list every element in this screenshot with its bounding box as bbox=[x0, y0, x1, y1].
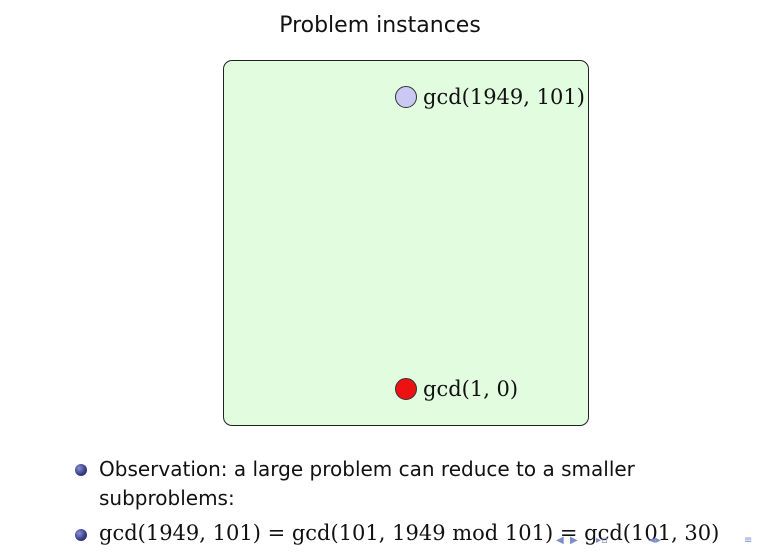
bullet-item-observation: Observation: a large problem can reduce … bbox=[73, 455, 713, 513]
bullet-text-gcd-step: gcd(1949, 101) = gcd(101, 1949 mod 101) … bbox=[99, 521, 720, 545]
nav-frame-right-icon[interactable]: ▶ bbox=[570, 535, 578, 546]
start-node-marker bbox=[395, 86, 417, 108]
end-node-marker bbox=[395, 378, 417, 400]
bullet-item-gcd-step: gcd(1949, 101) = gcd(101, 1949 mod 101) … bbox=[73, 519, 719, 548]
nav-menu-icon[interactable]: ≡ bbox=[744, 535, 753, 546]
problem-instances-box: gcd(1949, 101) gcd(1, 0) bbox=[223, 60, 589, 426]
nav-subsection-icon[interactable]: ▸▫ bbox=[596, 535, 608, 546]
beamer-navigation-bar: ◀ ▶ ▸▫ ◄▸ ≡ bbox=[556, 535, 756, 551]
end-node-label: gcd(1, 0) bbox=[423, 377, 519, 401]
slide-title: Problem instances bbox=[279, 13, 481, 38]
bullet-icon bbox=[75, 529, 87, 541]
start-node-label: gcd(1949, 101) bbox=[423, 85, 585, 109]
bullet-text-observation: Observation: a large problem can reduce … bbox=[99, 457, 635, 510]
bullet-list: Observation: a large problem can reduce … bbox=[73, 455, 719, 548]
bullet-icon bbox=[75, 464, 87, 476]
nav-frame-left-icon[interactable]: ◀ bbox=[556, 535, 564, 546]
nav-section-icon[interactable]: ◄▸ bbox=[648, 535, 661, 546]
